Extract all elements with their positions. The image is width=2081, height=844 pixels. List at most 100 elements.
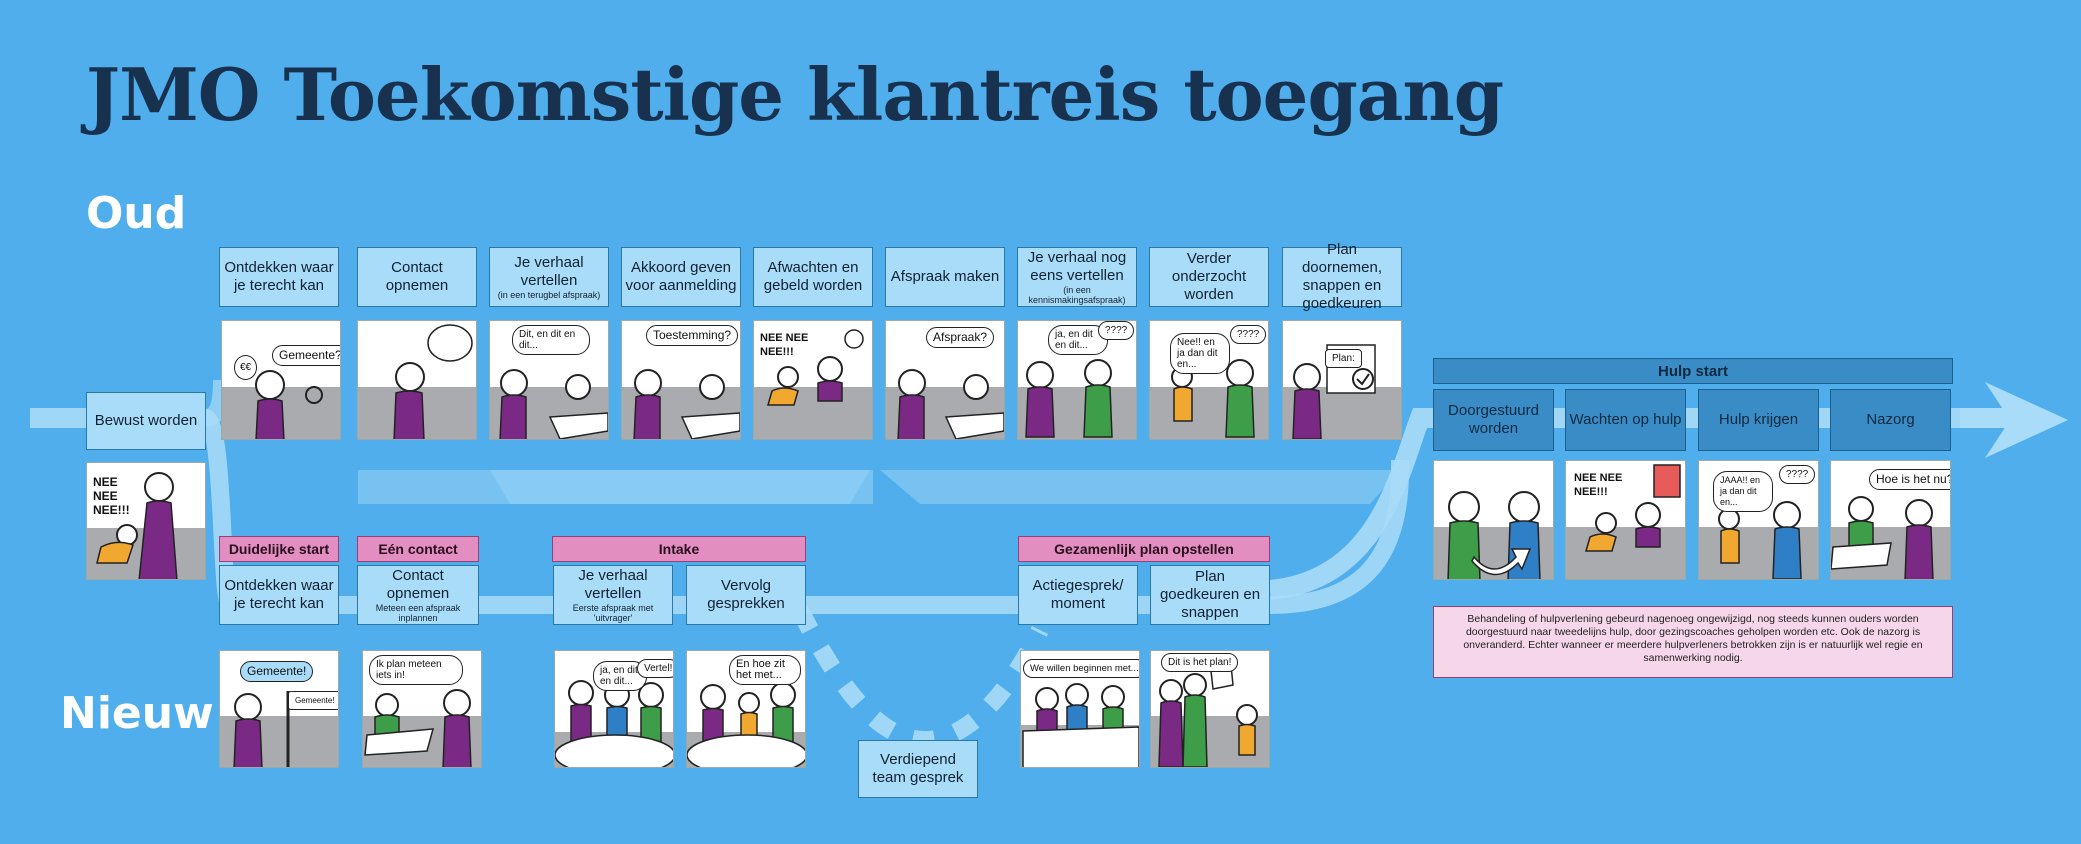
old-step-8: Verder onderzocht worden	[1149, 247, 1269, 307]
panel-text: NEE NEE NEE!!!	[760, 332, 809, 358]
speech-bubble: En hoe zit het met...	[729, 655, 801, 685]
step-bewust-worden: Bewust worden	[86, 392, 206, 450]
step-sublabel: (in een terugbel afspraak)	[497, 290, 601, 300]
step-label: Je verhaal vertellen	[578, 567, 648, 602]
figure-illustration	[393, 324, 473, 439]
speech-bubble: Gemeente!	[240, 661, 314, 682]
step-label: Vervolg gesprekken	[707, 577, 785, 612]
phase-gezamenlijk-plan: Gezamenlijk plan opstellen	[1018, 536, 1270, 562]
old-step-4: Akkoord geven voor aanmelding	[621, 247, 741, 307]
new-step-5: Actiegesprek/ moment	[1018, 565, 1138, 625]
panel-text: NEE NEE NEE!!!	[1574, 472, 1623, 498]
whiteboard-text: Plan:	[1325, 349, 1362, 368]
speech-bubble: We willen beginnen met...	[1023, 659, 1139, 678]
hulp-step-2: Wachten op hulp	[1565, 389, 1686, 451]
figure-illustration	[96, 472, 178, 579]
new-step-4: Vervolg gesprekken	[686, 565, 806, 625]
team-step: Verdiepend team gesprek	[858, 740, 978, 798]
phase-duidelijke-start: Duidelijke start	[219, 536, 339, 562]
figure-illustration	[633, 369, 740, 439]
step-label: Hulp krijgen	[1718, 411, 1799, 428]
speech-bubble: Ik plan meteen iets in!	[369, 655, 463, 685]
old-step-5: Afwachten en gebeld worden	[753, 247, 873, 307]
speech-bubble-money: €€	[234, 355, 258, 380]
new-step-6: Plan goedkeuren en snappen	[1150, 565, 1270, 625]
speech-bubble: Toestemming?	[646, 325, 739, 346]
step-label: Verder onderzocht worden	[1171, 250, 1247, 303]
old-step-2: Contact opnemen	[357, 247, 477, 307]
step-label: Plan doornemen, snappen en goedkeuren	[1301, 241, 1383, 312]
old-step-3: Je verhaal vertellen(in een terugbel afs…	[489, 247, 609, 307]
panel-start: NEE NEE NEE!!!	[86, 462, 206, 580]
figure-illustration	[364, 689, 472, 767]
speech-bubble-question: ????	[1230, 325, 1267, 344]
phase-hulp-start: Hulp start	[1433, 358, 1953, 384]
speech-bubble-question: ????	[1098, 321, 1135, 340]
step-label: Wachten op hulp	[1569, 411, 1682, 428]
step-label: Nazorg	[1866, 411, 1915, 428]
step-label: Actiegesprek/ moment	[1032, 577, 1124, 612]
figure-illustration	[499, 369, 608, 439]
new-panel-3: ja, en dit en dit... Vertel!	[554, 650, 674, 768]
figure-illustration	[1718, 501, 1802, 579]
step-label: Contact opnemen	[386, 567, 450, 602]
figure-illustration	[897, 369, 1004, 439]
note-box: Behandeling of hulpverlening gebeurd nag…	[1433, 606, 1953, 678]
step-label: Verdiepend team gesprek	[872, 751, 964, 786]
speech-bubble-question: ????	[1779, 465, 1816, 484]
step-label: Doorgestuurd worden	[1448, 402, 1539, 437]
step-sublabel: (in een kennismakingsafspraak)	[1028, 285, 1126, 305]
step-label: Afspraak maken	[890, 268, 1000, 285]
speech-bubble: Dit is het plan!	[1161, 653, 1239, 672]
hulp-panel-4: Hoe is het nu?	[1830, 460, 1951, 580]
speech-bubble-tell: Vertel!	[637, 659, 673, 678]
figure-illustration	[1447, 491, 1541, 579]
old-step-9: Plan doornemen, snappen en goedkeuren	[1282, 241, 1402, 312]
figure-illustration	[1025, 359, 1113, 438]
step-label: Je verhaal vertellen	[514, 254, 584, 289]
old-panel-6: Afspraak?	[885, 320, 1005, 440]
hulp-panel-2: NEE NEE NEE!!!	[1565, 460, 1686, 580]
figure-illustration	[1585, 464, 1681, 552]
new-step-1: Ontdekken waar je terecht kan	[219, 565, 339, 625]
old-panel-3: Dit, en dit en dit...	[489, 320, 609, 440]
figure-illustration	[687, 682, 805, 767]
lane-label-old: Oud	[86, 188, 187, 239]
hulp-step-1: Doorgestuurd worden	[1433, 389, 1554, 451]
panel-text: NEE NEE NEE!!!	[93, 475, 130, 517]
old-step-7: Je verhaal nog eens vertellen(in een ken…	[1017, 247, 1137, 307]
step-label: Afwachten en gebeld worden	[763, 259, 863, 294]
old-panel-5: NEE NEE NEE!!!	[753, 320, 873, 440]
figure-illustration	[1292, 344, 1376, 439]
page-title: JMO Toekomstige klantreis toegang	[86, 52, 1504, 137]
hulp-panel-3: JAAA!! en ja dan dit en... ????	[1698, 460, 1819, 580]
step-label: Ontdekken waar je terecht kan	[224, 259, 334, 294]
new-panel-5: We willen beginnen met...	[1020, 650, 1140, 768]
figure-illustration	[1022, 683, 1139, 767]
step-sublabel: Meteen een afspraak inplannen	[375, 603, 461, 623]
speech-bubble: Gemeente?	[272, 345, 340, 366]
speech-bubble: Afspraak?	[926, 327, 995, 348]
step-label: Ontdekken waar je terecht kan	[224, 577, 334, 612]
figure-illustration	[233, 691, 290, 767]
old-panel-1: Gemeente? €€	[221, 320, 341, 440]
figure-illustration	[255, 370, 323, 439]
lane-label-new: Nieuw	[60, 688, 214, 739]
step-label: Bewust worden	[94, 412, 198, 429]
new-panel-4: En hoe zit het met...	[686, 650, 806, 768]
old-panel-2	[357, 320, 477, 440]
old-panel-8: Nee!! en ja dan dit en... ????	[1149, 320, 1269, 440]
speech-bubble: Nee!! en ja dan dit en...	[1170, 333, 1230, 374]
step-label: Je verhaal nog eens vertellen	[1027, 249, 1127, 284]
hulp-step-3: Hulp krijgen	[1698, 389, 1819, 451]
figure-illustration	[555, 680, 673, 767]
signpost-text: Gemeente!	[288, 691, 338, 710]
new-panel-6: Dit is het plan!	[1150, 650, 1270, 768]
step-sublabel: Eerste afspraak met 'uitvrager'	[572, 603, 654, 623]
speech-bubble: ja, en dit en dit...	[1048, 325, 1108, 355]
phase-intake: Intake	[552, 536, 806, 562]
old-panel-4: Toestemming?	[621, 320, 741, 440]
new-panel-1: Gemeente! Gemeente!	[219, 650, 339, 768]
